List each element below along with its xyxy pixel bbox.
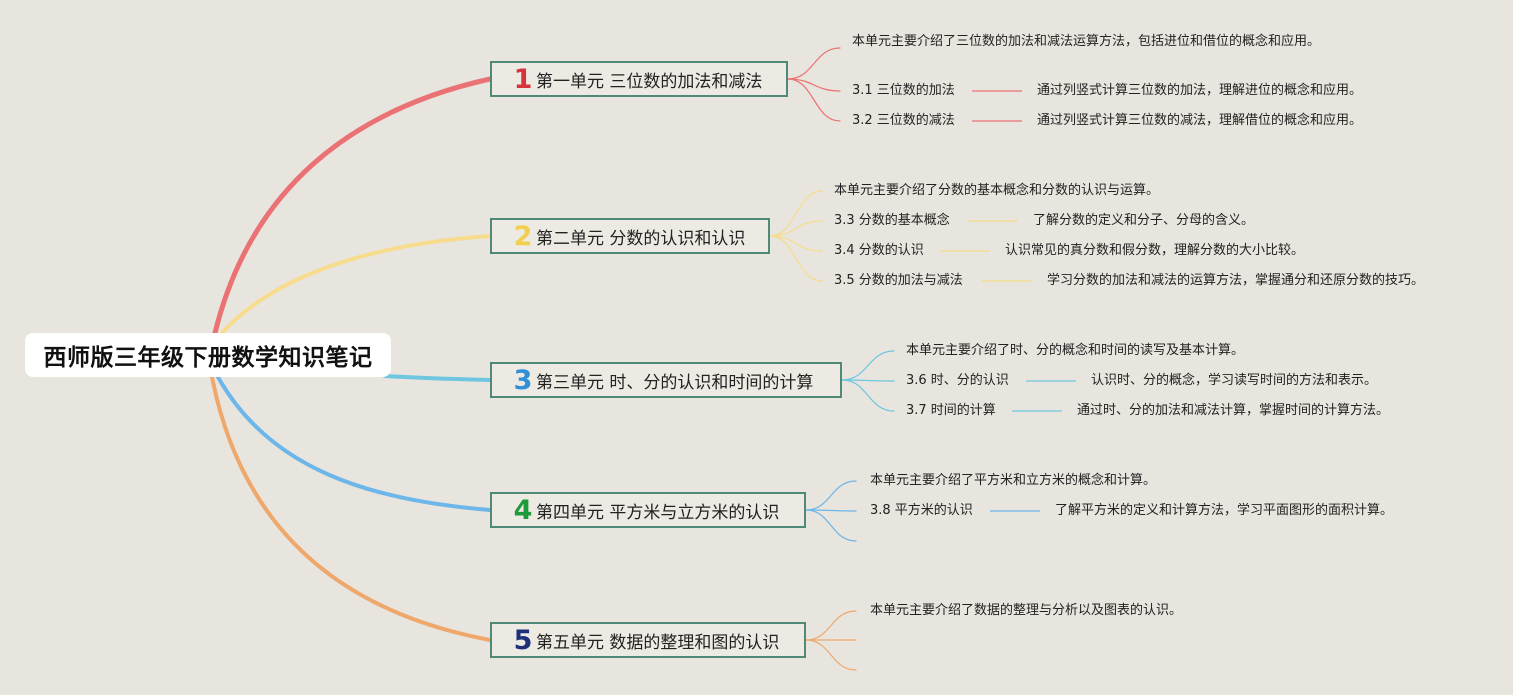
unit-number-3: 3 (513, 364, 533, 396)
branch-line-unit-2 (220, 234, 492, 335)
unit-2-topic[interactable]: 2 第二单元 分数的认识和认识 (490, 218, 770, 254)
unit-5-summary[interactable]: 本单元主要介绍了数据的整理与分析以及图表的认识。 (870, 603, 1183, 618)
root-title: 西师版三年级下册数学知识笔记 (43, 345, 373, 371)
sub-branch-unit-1-1 (787, 47, 841, 80)
unit-1-title: 第一单元 三位数的加法和减法 (536, 71, 763, 92)
sub-branch-unit-2-2 (769, 220, 823, 237)
unit-1-summary[interactable]: 本单元主要介绍了三位数的加法和减法运算方法，包括进位和借位的概念和应用。 (852, 34, 1321, 49)
unit-1-topic-1-desc[interactable]: 通过列竖式计算三位数的加法，理解进位的概念和应用。 (1037, 83, 1363, 98)
unit-5-topic[interactable]: 5 第五单元 数据的整理和图的认识 (490, 622, 806, 658)
sub-branch-unit-3-1 (841, 350, 895, 381)
unit-4-topic-1-label[interactable]: 3.8 平方米的认识 (870, 503, 973, 518)
unit-3-topic-1-desc[interactable]: 认识时、分的概念，学习读写时间的方法和表示。 (1091, 373, 1378, 388)
unit-3-title: 第三单元 时、分的认识和时间的计算 (536, 372, 814, 393)
root-topic[interactable]: 西师版三年级下册数学知识笔记 (25, 333, 391, 377)
unit-3-summary[interactable]: 本单元主要介绍了时、分的概念和时间的读写及基本计算。 (906, 343, 1245, 358)
unit-number-4: 4 (513, 494, 533, 526)
unit-4-summary[interactable]: 本单元主要介绍了平方米和立方米的概念和计算。 (870, 473, 1157, 488)
sub-branch-unit-5-3 (805, 639, 857, 671)
unit-2-topic-3-label[interactable]: 3.5 分数的加法与减法 (834, 273, 963, 288)
sub-branch-unit-1-3 (787, 78, 841, 122)
unit-1-topic-2-label[interactable]: 3.2 三位数的减法 (852, 113, 955, 128)
unit-2-topic-2-label[interactable]: 3.4 分数的认识 (834, 243, 924, 258)
unit-1-topic-2-desc[interactable]: 通过列竖式计算三位数的减法，理解借位的概念和应用。 (1037, 113, 1363, 128)
branch-line-unit-4 (216, 375, 492, 512)
unit-2-topic-1-label[interactable]: 3.3 分数的基本概念 (834, 213, 950, 228)
unit-2-title: 第二单元 分数的认识和认识 (536, 228, 746, 249)
unit-3-topic-1-label[interactable]: 3.6 时、分的认识 (906, 373, 1009, 388)
sub-branch-unit-4-3 (805, 509, 857, 542)
unit-3-topic-2-desc[interactable]: 通过时、分的加法和减法计算，掌握时间的计算方法。 (1077, 403, 1390, 418)
unit-5-title: 第五单元 数据的整理和图的认识 (536, 632, 780, 653)
branch-line-unit-5 (210, 375, 492, 642)
unit-3-topic-2-label[interactable]: 3.7 时间的计算 (906, 403, 996, 418)
unit-4-title: 第四单元 平方米与立方米的认识 (536, 502, 780, 523)
branch-line-unit-3 (383, 374, 492, 382)
sub-branch-unit-4-1 (805, 480, 857, 511)
sub-branch-unit-2-3 (769, 235, 823, 252)
unit-4-topic[interactable]: 4 第四单元 平方米与立方米的认识 (490, 492, 806, 528)
sub-branch-unit-3-3 (841, 379, 895, 412)
unit-number-2: 2 (513, 220, 533, 252)
sub-branch-unit-5-1 (805, 610, 857, 641)
branch-line-unit-1 (212, 76, 493, 336)
unit-3-topic[interactable]: 3 第三单元 时、分的认识和时间的计算 (490, 362, 842, 398)
unit-2-topic-3-desc[interactable]: 学习分数的加法和减法的运算方法，掌握通分和还原分数的技巧。 (1047, 273, 1425, 288)
unit-number-1: 1 (513, 63, 533, 95)
unit-1-topic[interactable]: 1 第一单元 三位数的加法和减法 (490, 61, 788, 97)
unit-1-topic-1-label[interactable]: 3.1 三位数的加法 (852, 83, 955, 98)
unit-2-summary[interactable]: 本单元主要介绍了分数的基本概念和分数的认识与运算。 (834, 183, 1160, 198)
unit-number-5: 5 (513, 624, 533, 656)
unit-2-topic-2-desc[interactable]: 认识常见的真分数和假分数，理解分数的大小比较。 (1005, 243, 1305, 258)
sub-branch-unit-2-1 (769, 190, 823, 237)
unit-2-topic-1-desc[interactable]: 了解分数的定义和分子、分母的含义。 (1033, 213, 1255, 228)
sub-branch-unit-2-4 (769, 235, 823, 282)
unit-4-topic-1-desc[interactable]: 了解平方米的定义和计算方法，学习平面图形的面积计算。 (1055, 503, 1394, 518)
